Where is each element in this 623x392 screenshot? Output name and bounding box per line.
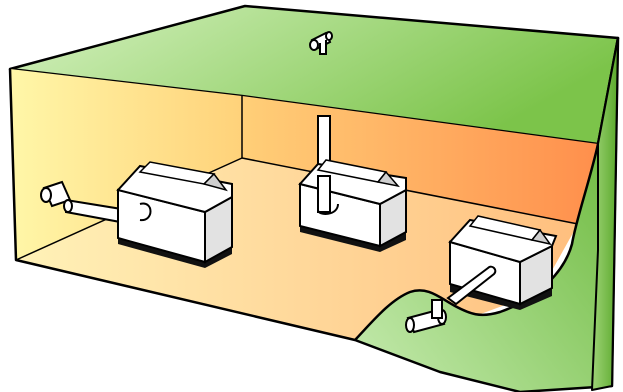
ground-right-face — [353, 36, 620, 392]
left-wall-outline — [8, 68, 356, 342]
ground-right-side — [591, 37, 619, 391]
floor-back-edge — [241, 157, 579, 225]
ground-vent-pipe-icon — [405, 265, 497, 334]
air-handling-unit-icon — [298, 159, 407, 252]
roof-vent-pipe-icon — [309, 31, 333, 55]
air-handling-unit-icon — [116, 161, 233, 268]
